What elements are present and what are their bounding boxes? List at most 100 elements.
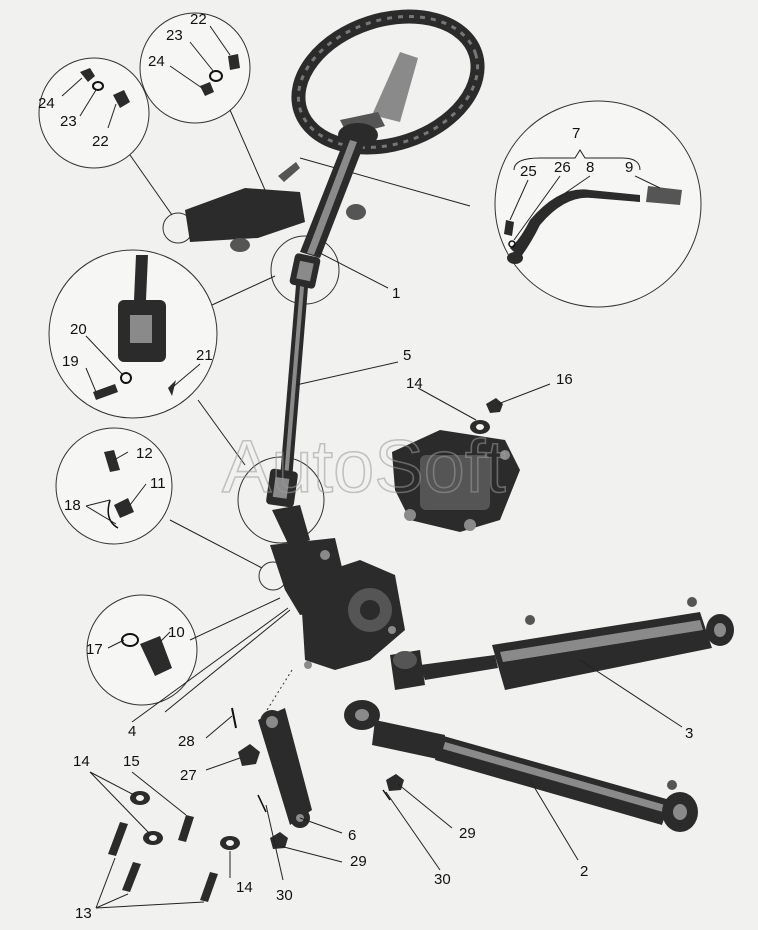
label-9: 9 bbox=[625, 159, 633, 176]
shaft-detail bbox=[134, 255, 148, 300]
label-6: 6 bbox=[348, 827, 356, 844]
cotter-pin-30-left bbox=[257, 794, 267, 813]
lever-base bbox=[507, 252, 523, 264]
fitting-10-detail bbox=[140, 636, 172, 676]
assembly-dotted-line bbox=[261, 669, 293, 719]
power-cylinder bbox=[390, 597, 734, 690]
label-24-b: 24 bbox=[148, 53, 165, 70]
label-10: 10 bbox=[168, 624, 185, 641]
label-15: 15 bbox=[123, 753, 140, 770]
label-23-b: 23 bbox=[166, 27, 183, 44]
link-line bbox=[129, 154, 173, 216]
link-line bbox=[169, 519, 263, 569]
detail-circle-lever bbox=[494, 100, 702, 308]
link-line bbox=[189, 597, 281, 641]
bolt-15 bbox=[178, 815, 194, 842]
lever-8 bbox=[510, 189, 640, 258]
label-27: 27 bbox=[180, 767, 197, 784]
upper-universal-joint bbox=[289, 253, 321, 289]
washer-hole bbox=[136, 795, 144, 801]
lower-universal-joint bbox=[266, 468, 298, 508]
label-2: 2 bbox=[580, 863, 588, 880]
label-7: 7 bbox=[572, 125, 580, 142]
link-line bbox=[197, 399, 246, 466]
label-12: 12 bbox=[136, 445, 153, 462]
label-24-a: 24 bbox=[38, 95, 55, 112]
label-30-b: 30 bbox=[434, 871, 451, 888]
label-19: 19 bbox=[62, 353, 79, 370]
washer-hole bbox=[476, 424, 484, 430]
link-line bbox=[299, 157, 471, 207]
cotter-pin-28 bbox=[231, 707, 237, 729]
washer-hole bbox=[149, 835, 157, 841]
label-22-a: 22 bbox=[92, 133, 109, 150]
steering-wheel bbox=[291, 9, 485, 155]
label-30-a: 30 bbox=[276, 887, 293, 904]
ring-17-detail bbox=[121, 633, 139, 647]
steering-gear bbox=[270, 505, 405, 670]
nut-16 bbox=[486, 398, 503, 413]
column-bracket bbox=[185, 162, 305, 252]
block-11-detail bbox=[114, 498, 134, 518]
bolt-13-b bbox=[122, 862, 141, 892]
nut-24-detail-right bbox=[200, 82, 214, 96]
mounting-bracket bbox=[392, 430, 520, 532]
label-21: 21 bbox=[196, 347, 213, 364]
bolt-13-a bbox=[108, 822, 128, 856]
label-11: 11 bbox=[150, 475, 166, 492]
nut-27 bbox=[238, 744, 260, 766]
label-8: 8 bbox=[586, 159, 594, 176]
washer-26 bbox=[508, 240, 516, 248]
screw-25 bbox=[504, 220, 514, 236]
label-1: 1 bbox=[392, 285, 400, 302]
clip-18-detail bbox=[107, 499, 119, 529]
label-28: 28 bbox=[178, 733, 195, 750]
knob-9 bbox=[646, 186, 682, 205]
label-14-a: 14 bbox=[73, 753, 90, 770]
label-18: 18 bbox=[64, 497, 81, 514]
label-26: 26 bbox=[554, 159, 571, 176]
washer-20-detail bbox=[120, 372, 132, 384]
link-line bbox=[211, 275, 276, 306]
intermediate-shaft bbox=[280, 285, 308, 480]
washer-23-detail-right bbox=[209, 70, 223, 82]
label-22-b: 22 bbox=[190, 11, 207, 28]
link-line bbox=[229, 109, 266, 191]
label-14-c: 14 bbox=[406, 375, 423, 392]
nut-24-detail bbox=[80, 68, 95, 82]
label-20: 20 bbox=[70, 321, 87, 338]
pitman-arm bbox=[258, 708, 312, 828]
leader-lines bbox=[61, 25, 683, 909]
detail-circle-bolt-right bbox=[139, 12, 251, 124]
watermark: AutoSoft bbox=[222, 425, 506, 508]
label-25: 25 bbox=[520, 163, 537, 180]
nut-29-right bbox=[386, 774, 404, 791]
steering-column bbox=[300, 138, 366, 258]
label-5: 5 bbox=[403, 347, 411, 364]
label-4: 4 bbox=[128, 723, 136, 740]
bolt-22-detail bbox=[113, 90, 130, 108]
washer-hole bbox=[226, 840, 234, 846]
washer-23-detail bbox=[92, 81, 104, 91]
label-3: 3 bbox=[685, 725, 693, 742]
detail-circle-fitting bbox=[86, 594, 198, 706]
pin-21-detail bbox=[168, 380, 176, 396]
label-17: 17 bbox=[86, 641, 103, 658]
label-29-b: 29 bbox=[459, 825, 476, 842]
label-16: 16 bbox=[556, 371, 573, 388]
bolt-13-c bbox=[200, 872, 218, 902]
tie-rod bbox=[344, 700, 698, 832]
joint-cross-detail bbox=[130, 315, 152, 343]
label-14-b: 14 bbox=[236, 879, 253, 896]
label-13: 13 bbox=[75, 905, 92, 922]
detail-circle-bolt-left bbox=[38, 57, 150, 169]
bolt-22-detail-right bbox=[228, 54, 240, 70]
part-labels: 1 2 3 4 5 6 7 8 9 10 11 12 13 14 14 14 1… bbox=[38, 11, 693, 922]
detail-circle-pin bbox=[55, 427, 173, 545]
cotter-pin-30-right bbox=[382, 789, 391, 801]
bolt-19-detail bbox=[93, 384, 118, 400]
label-29-a: 29 bbox=[350, 853, 367, 870]
callout-ring-lower-joint bbox=[237, 456, 325, 544]
